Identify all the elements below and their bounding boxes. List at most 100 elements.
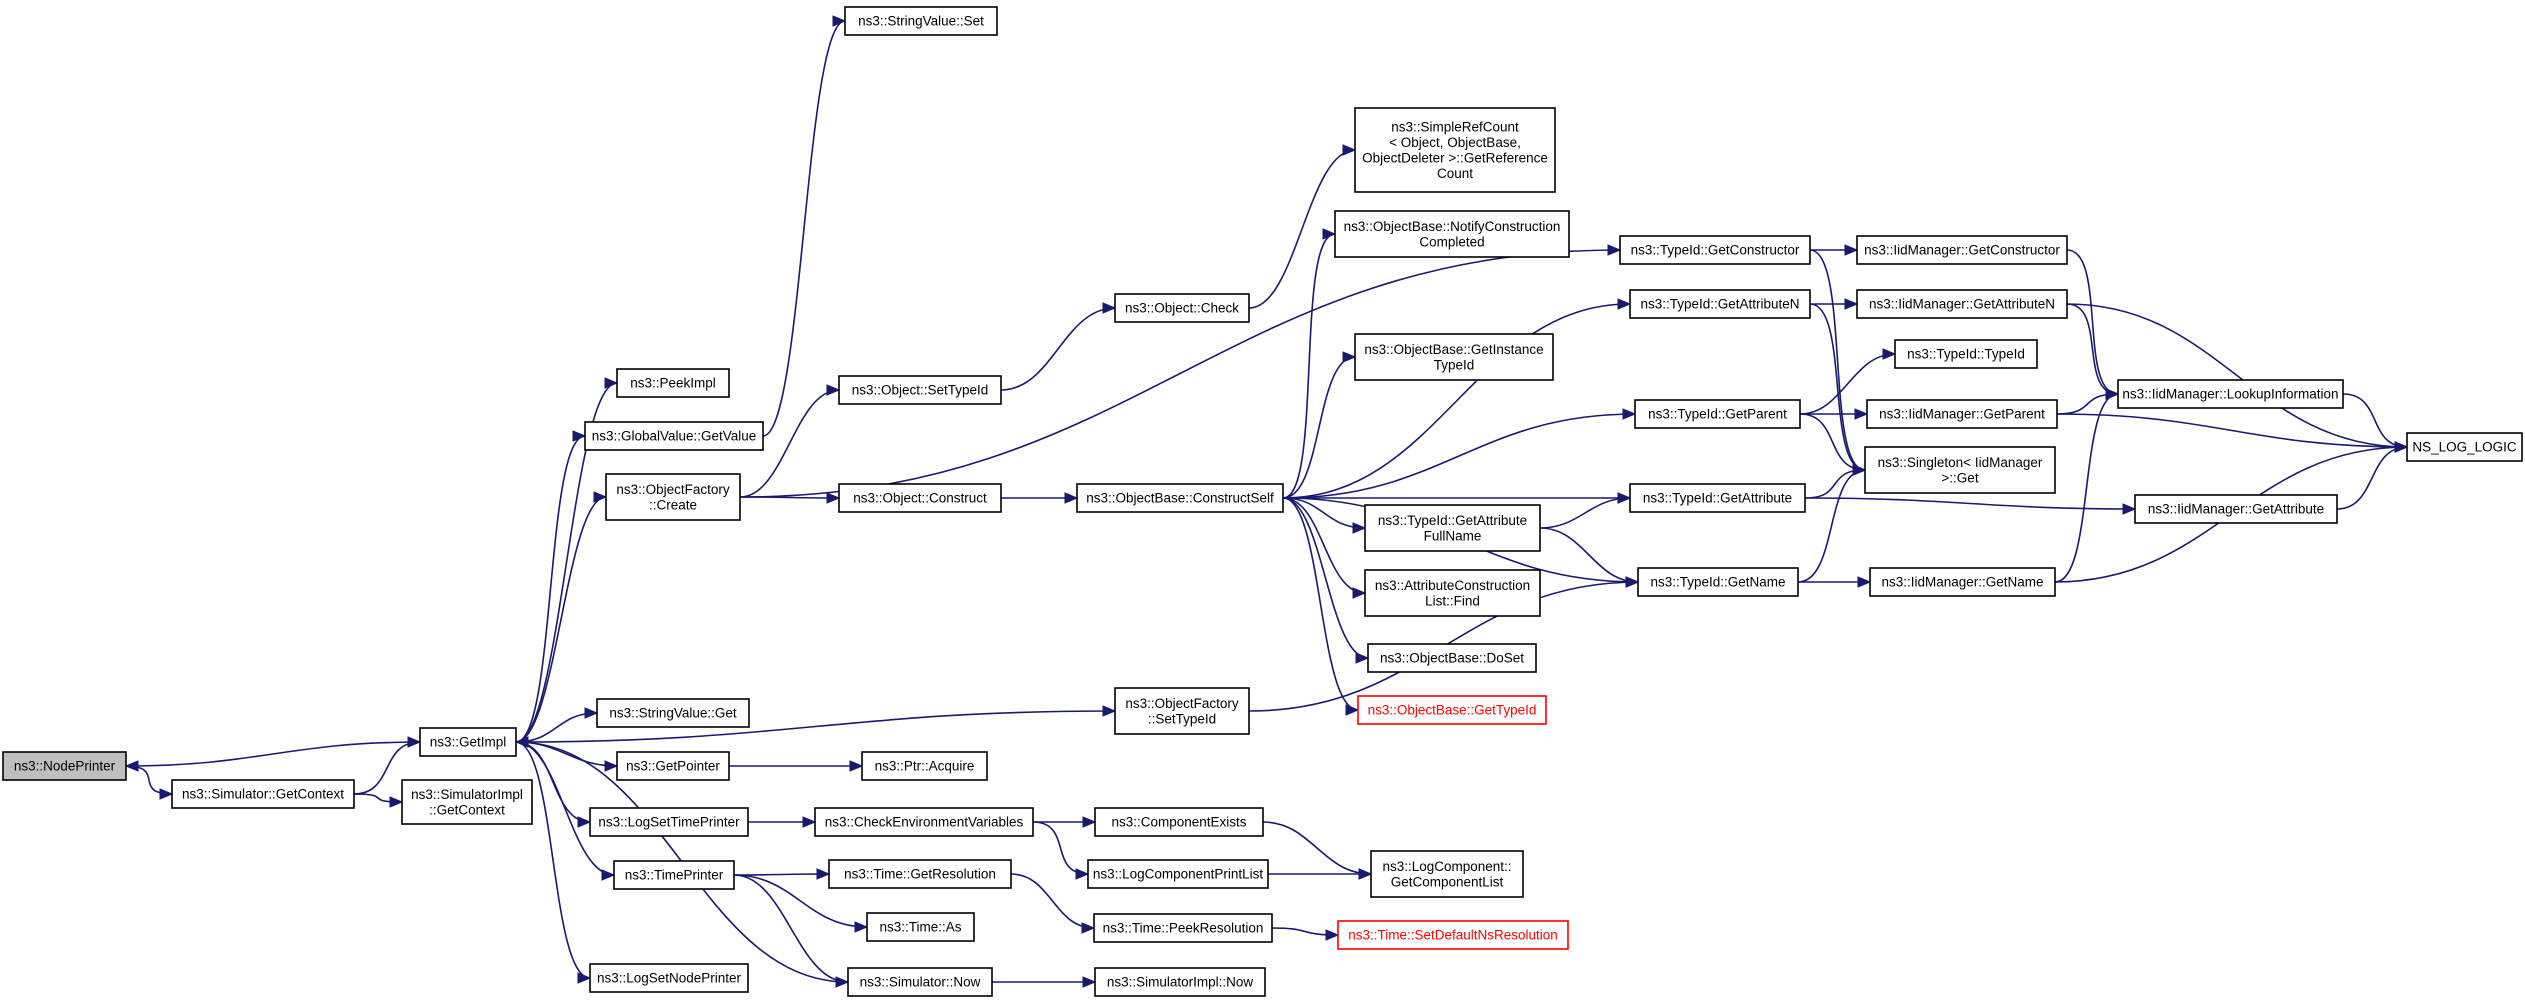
node-label: ns3::IidManager::LookupInformation [2122,387,2338,402]
node-label: ns3::ObjectBase::GetInstance [1364,342,1543,357]
node-tid_getparent[interactable]: ns3::TypeId::GetParent [1634,399,1801,429]
edge-line [515,496,607,743]
edge-line [1282,303,1631,499]
node-time_getres[interactable]: ns3::Time::GetResolution [828,859,1012,889]
node-ob_notify[interactable]: ns3::ObjectBase::NotifyConstructionCompl… [1334,210,1570,258]
node-obj_check[interactable]: ns3::Object::Check [1114,293,1250,323]
node-getimpl[interactable]: ns3::GetImpl [419,727,517,757]
node-time_as[interactable]: ns3::Time::As [866,912,975,942]
edge-ob_constructself-to-ob_getinstance [1282,351,1357,499]
node-ptr_acquire[interactable]: ns3::Ptr::Acquire [861,751,988,781]
node-compexists[interactable]: ns3::ComponentExists [1094,807,1264,837]
node-iid_getattrn[interactable]: ns3::IidManager::GetAttributeN [1856,289,2068,319]
node-label: ns3::StringValue::Get [609,706,737,721]
node-box [1869,567,2056,597]
node-singleton_get[interactable]: ns3::Singleton< IidManager >::Get [1864,446,2056,494]
node-obj_construct[interactable]: ns3::Object::Construct [838,483,1002,513]
node-time_peekres[interactable]: ns3::Time::PeekResolution [1093,913,1273,943]
edge-iid_getconstructor-to-iid_lookup [2066,249,2120,400]
node-box [1364,569,1541,617]
arrowhead [816,868,831,880]
edge-getimpl-to-of_create [515,491,608,743]
node-label: ::SetTypeId [1148,711,1216,726]
node-box [1634,399,1801,429]
node-iid_getattribute[interactable]: ns3::IidManager::GetAttribute [2134,494,2338,524]
edge-line [1809,249,1866,471]
node-tid_typeid[interactable]: ns3::TypeId::TypeId [1894,339,2038,369]
node-tid_getattrn[interactable]: ns3::TypeId::GetAttributeN [1629,289,1811,319]
edge-tid_getconstructor-to-iid_getconstructor [1809,244,1859,256]
node-box [1094,967,1266,997]
node-ob_gettypeid[interactable]: ns3::ObjectBase::GetTypeId [1357,695,1547,725]
node-logsetnodeprinter[interactable]: ns3::LogSetNodePrinter [589,963,749,993]
node-logcomp_getlist[interactable]: ns3::LogComponent::GetComponentList [1370,850,1524,898]
edge-line [1539,497,1631,529]
arrowhead [577,972,592,984]
node-label: >::Get [1941,470,1978,485]
node-label: ns3::Object::SetTypeId [852,383,989,398]
node-of_settypeid[interactable]: ns3::ObjectFactory::SetTypeId [1114,687,1250,735]
node-checkenv[interactable]: ns3::CheckEnvironmentVariables [814,807,1034,837]
node-sv_get[interactable]: ns3::StringValue::Get [596,698,750,728]
edge-of_create-to-tid_getconstructor [739,244,1622,498]
node-simplerefcount[interactable]: ns3::SimpleRefCount< Object, ObjectBase,… [1354,107,1556,193]
node-gv_getvalue[interactable]: ns3::GlobalValue::GetValue [584,421,764,451]
arrowhead [1844,244,1859,256]
node-box [1114,293,1250,323]
edge-line [739,389,840,498]
edge-tid_getname-to-singleton_get [1797,464,1867,583]
edge-tid_getattrn-to-singleton_get [1809,303,1867,476]
node-label: ns3::NodePrinter [14,759,116,774]
node-box [1114,687,1250,735]
node-label: ns3::Object::Construct [853,491,987,506]
node-getpointer[interactable]: ns3::GetPointer [616,751,730,781]
node-iid_getparent[interactable]: ns3::IidManager::GetParent [1866,399,2058,429]
node-box [1856,289,2068,319]
node-logcompprintlist[interactable]: ns3::LogComponentPrintList [1087,859,1269,889]
node-label: ns3::Singleton< IidManager [1878,455,2043,470]
arrowhead [1852,464,1867,476]
node-label: ns3::PeekImpl [630,376,716,391]
node-tid_getconstructor[interactable]: ns3::TypeId::GetConstructor [1619,235,1811,265]
node-label: ns3::LogComponentPrintList [1093,867,1264,882]
edge-line [1797,469,1866,583]
edge-line [515,710,1116,743]
node-timeprinter[interactable]: ns3::TimePrinter [613,860,735,890]
arrowhead [601,869,616,881]
edge-getimpl-to-timeprinter [515,741,616,881]
node-box [1364,504,1541,552]
edge-line [1804,497,2136,510]
node-box [1354,107,1556,193]
node-ns_log_logic[interactable]: NS_LOG_LOGIC [2406,432,2523,462]
node-logsettimeprinter[interactable]: ns3::LogSetTimePrinter [589,807,749,837]
node-tid_getname[interactable]: ns3::TypeId::GetName [1637,567,1799,597]
node-peekimpl[interactable]: ns3::PeekImpl [616,368,730,398]
edge-tid_getattrn-to-iid_getattrn [1809,298,1859,310]
node-label: ns3::StringValue::Set [858,14,984,29]
node-sim_now[interactable]: ns3::Simulator::Now [847,967,993,997]
node-iid_lookup[interactable]: ns3::IidManager::LookupInformation [2117,379,2344,409]
node-ob_doset[interactable]: ns3::ObjectBase::DoSet [1367,643,1537,673]
node-nodeprinter[interactable]: ns3::NodePrinter [2,751,127,781]
node-simimpl_getcontext[interactable]: ns3::SimulatorImpl::GetContext [401,779,533,825]
edge-line [2066,249,2119,395]
node-ob_constructself[interactable]: ns3::ObjectBase::ConstructSelf [1076,483,1284,513]
node-obj_settypeid[interactable]: ns3::Object::SetTypeId [838,375,1002,405]
node-iid_getname[interactable]: ns3::IidManager::GetName [1869,567,2056,597]
node-simimpl_now[interactable]: ns3::SimulatorImpl::Now [1094,967,1266,997]
node-time_setdefault[interactable]: ns3::Time::SetDefaultNsResolution [1337,920,1569,950]
node-of_create[interactable]: ns3::ObjectFactory::Create [605,473,741,521]
edge-obj_settypeid-to-obj_check [1000,302,1117,391]
node-sim_getcontext[interactable]: ns3::Simulator::GetContext [171,779,355,809]
node-label: ns3::TimePrinter [625,868,724,883]
node-label: GetComponentList [1391,874,1504,889]
node-iid_getconstructor[interactable]: ns3::IidManager::GetConstructor [1856,235,2068,265]
node-sv_set[interactable]: ns3::StringValue::Set [844,6,998,36]
edge-line [1262,821,1372,875]
node-label: ns3::CheckEnvironmentVariables [825,815,1024,830]
node-tid_getattribute[interactable]: ns3::TypeId::GetAttribute [1629,483,1806,513]
edge-iid_getparent-to-ns_log_logic [2056,413,2409,453]
